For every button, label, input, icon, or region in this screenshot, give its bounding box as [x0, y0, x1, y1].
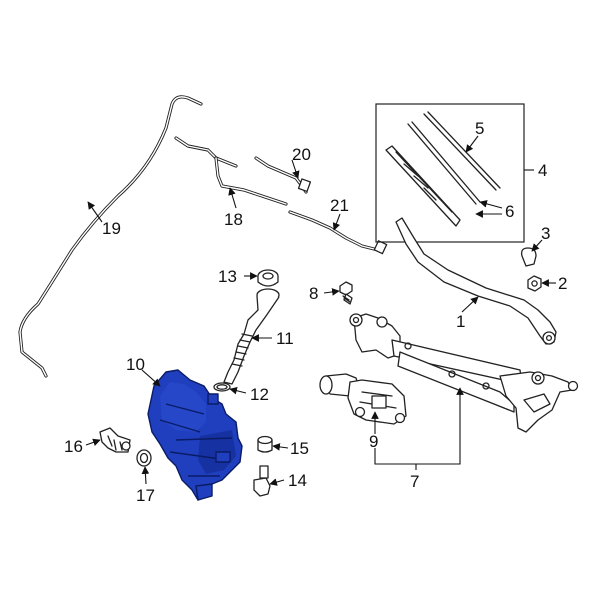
- leader-1: [461, 296, 479, 313]
- leader-18: [228, 187, 237, 209]
- callout-2: 2: [558, 274, 567, 293]
- callout-8: 8: [309, 284, 318, 303]
- callout-11: 11: [276, 329, 294, 348]
- washer-pump-16: [99, 427, 131, 453]
- leader-17: [141, 466, 150, 485]
- callout-12: 12: [250, 385, 269, 404]
- wiper-blade-assembly-6: [385, 145, 461, 227]
- callout-7: 7: [410, 472, 419, 491]
- callout-1: 1: [456, 312, 465, 331]
- callout-15: 15: [290, 439, 309, 458]
- callout-18: 18: [224, 210, 243, 229]
- washer-reservoir-10: [147, 369, 243, 501]
- leader-20: [291, 159, 300, 179]
- leader-14: [269, 478, 285, 486]
- washer-hose-19: [18, 95, 203, 378]
- callout-16: 16: [64, 437, 83, 456]
- callout-labels: 1 2 3 4 5 6 7 8 9 10 11 12 13 14 15 16 1…: [64, 119, 567, 505]
- leader-6a: [479, 200, 503, 209]
- leader-19: [87, 201, 103, 223]
- callout-9: 9: [369, 432, 378, 451]
- nut-2: [527, 275, 542, 292]
- callout-10: 10: [126, 355, 145, 374]
- seal-ring-12: [213, 382, 231, 392]
- bolt-8: [339, 281, 353, 305]
- callout-6: 6: [505, 202, 514, 221]
- grommet-17: [136, 449, 152, 467]
- callout-14: 14: [288, 471, 307, 490]
- callout-3: 3: [541, 224, 550, 243]
- level-sensor-15: [257, 435, 273, 453]
- leader-10: [141, 369, 161, 387]
- washer-hose-20: [254, 156, 312, 194]
- wiper-linkage-7: [349, 313, 579, 433]
- callout-13: 13: [218, 267, 237, 286]
- leader-21: [332, 213, 341, 231]
- leader-8: [323, 288, 340, 296]
- callout-17: 17: [136, 486, 155, 505]
- wiper-motor-9: [319, 373, 407, 425]
- reservoir-cap-13: [257, 269, 279, 287]
- callout-4: 4: [538, 161, 547, 180]
- leader-3: [531, 239, 543, 252]
- washer-hose-21: [288, 210, 388, 255]
- connector-14: [253, 465, 271, 497]
- wiper-arm-1: [395, 217, 557, 345]
- leader-16: [85, 438, 101, 446]
- callout-5: 5: [475, 119, 484, 138]
- arm-cap-3: [520, 247, 537, 267]
- leader-7: [374, 390, 461, 465]
- callout-20: 20: [292, 145, 311, 164]
- callout-21: 21: [330, 196, 349, 215]
- leader-5: [465, 135, 479, 153]
- washer-hose-18: [174, 136, 288, 206]
- leader-15: [272, 443, 289, 451]
- leader-12: [229, 386, 247, 395]
- wiper-blade-insert-5: [407, 111, 501, 205]
- callout-19: 19: [102, 219, 121, 238]
- wiper-blade-box: [375, 103, 534, 243]
- leader-lines: [85, 135, 556, 486]
- filler-neck-11: [223, 288, 280, 385]
